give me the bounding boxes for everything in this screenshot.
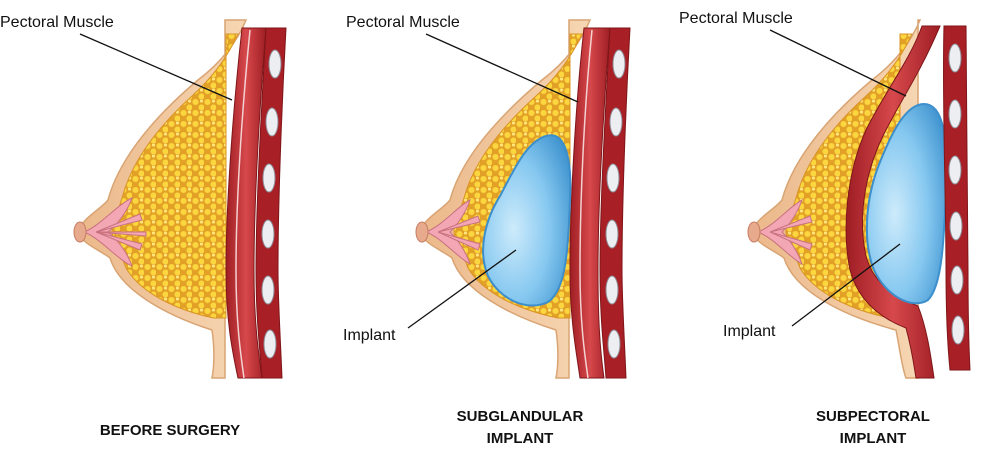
mammary-gland: [756, 199, 813, 265]
pectoral-muscle-label: Pectoral Muscle: [679, 10, 793, 27]
mammary-gland: [82, 197, 147, 267]
ribs: [948, 43, 965, 345]
caption-before-surgery: BEFORE SURGERY: [60, 420, 280, 442]
nipple: [747, 221, 761, 243]
caption-line: SUBGLANDULAR: [456, 408, 584, 425]
implant-label: Implant: [723, 323, 776, 340]
pectoral-leader-line: [769, 29, 907, 97]
panel-subglandular-implant: [407, 19, 631, 379]
caption-subpectoral: SUBPECTORAL IMPLANT: [773, 406, 973, 450]
pectoral-muscle-label: Pectoral Muscle: [346, 14, 460, 31]
panel-subpectoral-implant: [747, 19, 971, 379]
ribs: [605, 49, 626, 359]
caption-subglandular: SUBGLANDULAR IMPLANT: [420, 406, 620, 450]
mammary-gland: [424, 199, 481, 265]
caption-line: BEFORE SURGERY: [99, 422, 241, 439]
pectoral-leader-line: [79, 33, 233, 101]
pectoral-muscle-label: Pectoral Muscle: [0, 14, 114, 31]
caption-line: IMPLANT: [839, 430, 907, 447]
caption-line: SUBPECTORAL: [816, 408, 930, 425]
pectoral-muscle: [845, 25, 941, 379]
implant-label: Implant: [343, 327, 396, 344]
nipple: [73, 221, 87, 243]
fat-tissue: [111, 33, 239, 319]
caption-line: IMPLANT: [486, 430, 554, 447]
nipple: [415, 221, 429, 243]
pectoral-leader-line: [425, 33, 579, 103]
implant-leader-line: [791, 243, 901, 327]
panel-before-surgery: [73, 19, 287, 379]
implant-leader-line: [407, 249, 517, 329]
breast-implant: [482, 134, 572, 307]
ribs: [261, 49, 282, 359]
